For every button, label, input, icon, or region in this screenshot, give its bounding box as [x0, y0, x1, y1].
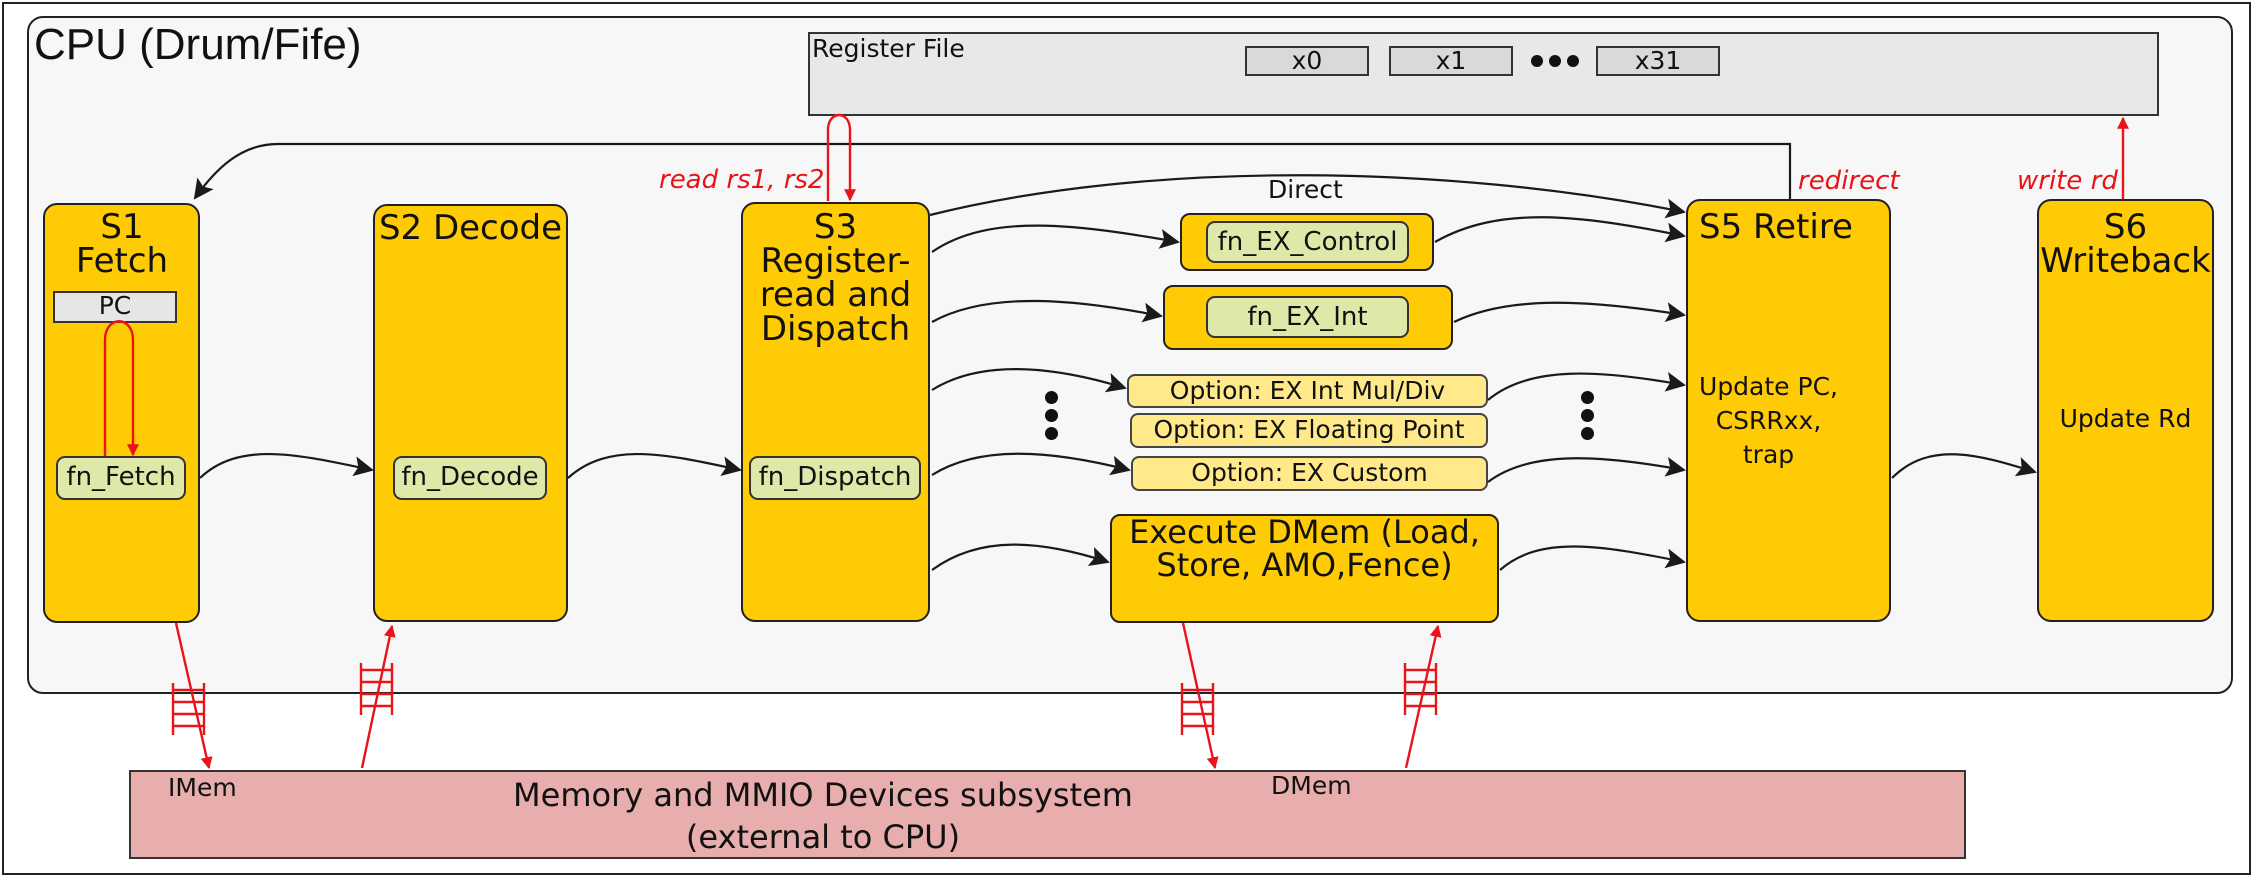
dmem-label: DMem — [1271, 771, 1352, 800]
memory-title-line1: Memory and MMIO Devices subsystem — [513, 776, 1133, 814]
stage-s5-title: S5 Retire — [1699, 207, 1853, 247]
arrow-dmem-to-s5 — [1499, 545, 1686, 571]
write-rd-label: write rd — [2017, 166, 2118, 196]
option-ex-int-mul-div: Option: EX Int Mul/Div — [1127, 374, 1488, 408]
register-x0: x0 — [1245, 46, 1369, 76]
arrow-mul-div-to-s5 — [1487, 371, 1686, 401]
fn-ex-control: fn_EX_Control — [1206, 221, 1409, 263]
execute-dmem-label: Execute DMem (Load, Store, AMO,Fence) — [1129, 513, 1480, 584]
fn-ex-int: fn_EX_Int — [1206, 296, 1409, 338]
read-rs-label: read rs1, rs2 — [659, 165, 825, 195]
arrow-s2-to-s3 — [567, 453, 742, 479]
arrow-s3-to-dmem — [931, 543, 1110, 571]
stage-s3-dispatch — [741, 202, 930, 622]
register-file-label: Register File — [812, 34, 965, 63]
arrow-pc-loop — [103, 320, 139, 457]
register-x1: x1 — [1389, 46, 1513, 76]
option-ex-floating-point: Option: EX Floating Point — [1130, 413, 1488, 448]
ellipsis-before-options — [1045, 391, 1059, 445]
imem-label: IMem — [168, 773, 237, 802]
memory-title: Memory and MMIO Devices subsystem (exter… — [129, 774, 1517, 858]
fn-fetch: fn_Fetch — [56, 456, 186, 500]
stage-s6-title: S6 Writeback — [2040, 207, 2211, 281]
arrow-ex-int-to-s5 — [1453, 301, 1686, 323]
arrow-s3-to-ex-control — [931, 224, 1180, 253]
arrow-redirect-to-s1 — [193, 142, 1792, 200]
memory-title-line2: (external to CPU) — [685, 818, 961, 856]
arrow-s3-to-mul-div — [931, 368, 1127, 393]
execute-dmem-unit — [1110, 514, 1499, 623]
arrow-custom-to-s5 — [1487, 456, 1686, 483]
stage-s2-decode — [373, 204, 568, 622]
arrow-dmem-request — [1181, 622, 1219, 770]
option-ex-custom: Option: EX Custom — [1131, 456, 1488, 491]
cpu-title: CPU (Drum/Fife) — [34, 20, 362, 69]
stage-s6-body: Update Rd — [2059, 404, 2192, 433]
arrow-s5-to-s6 — [1891, 453, 2037, 479]
arrow-s3-to-custom — [931, 452, 1131, 476]
fifo-dmem-response — [1403, 663, 1438, 715]
fifo-dmem-request — [1180, 683, 1215, 735]
stage-s1-fetch — [43, 203, 200, 623]
stage-s3-title: S3 Register-read and Dispatch — [759, 207, 912, 349]
arrow-direct — [929, 174, 1686, 219]
fn-dispatch: fn_Dispatch — [749, 456, 921, 500]
fn-decode: fn_Decode — [393, 456, 547, 500]
arrow-s3-to-ex-int — [931, 299, 1163, 323]
arrow-read-rs — [826, 113, 856, 202]
arrow-ex-control-to-s5 — [1434, 216, 1686, 243]
stage-s5-retire — [1686, 199, 1891, 622]
arrow-s1-to-s2 — [199, 453, 374, 479]
register-ellipsis — [1530, 53, 1580, 69]
memory-subsystem — [129, 770, 1966, 859]
redirect-label: redirect — [1798, 166, 1900, 196]
stage-s1-title: S1 Fetch — [75, 207, 169, 281]
stage-s5-body: Update PC, CSRRxx, trap — [1699, 372, 1838, 469]
stage-s6-writeback — [2037, 199, 2214, 622]
ellipsis-after-options — [1581, 391, 1595, 445]
arrow-imem-request — [174, 622, 213, 770]
fifo-imem-request — [171, 683, 206, 735]
register-x31: x31 — [1596, 46, 1720, 76]
stage-s2-title: S2 Decode — [378, 208, 563, 248]
arrow-dmem-response — [1404, 624, 1442, 769]
fifo-imem-response — [359, 663, 394, 715]
direct-label: Direct — [1268, 175, 1343, 204]
arrow-imem-response — [360, 624, 396, 769]
